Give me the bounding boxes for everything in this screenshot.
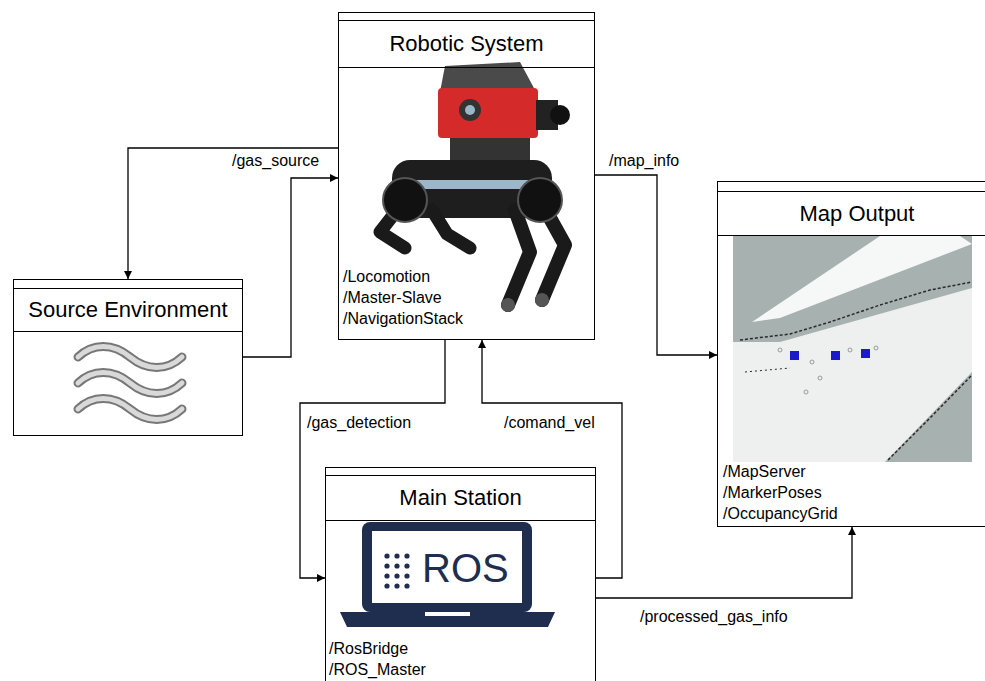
illustration-part xyxy=(78,347,182,368)
illustration-part xyxy=(78,373,182,394)
illustration-part xyxy=(804,390,808,394)
illustration-part xyxy=(440,62,535,92)
system-box: Source Environment xyxy=(13,279,243,436)
header-band xyxy=(339,13,594,21)
box-header: Main Station xyxy=(326,476,595,521)
laptop-icon xyxy=(340,522,555,627)
illustration-part xyxy=(733,236,972,462)
illustration-part xyxy=(778,348,782,352)
illustration-part xyxy=(465,105,475,115)
illustration-part xyxy=(501,298,515,312)
illustration-part xyxy=(888,375,972,460)
illustration-part xyxy=(384,553,409,588)
illustration-part xyxy=(535,293,549,307)
illustration-part xyxy=(384,583,389,588)
illustration-part xyxy=(518,178,562,222)
illustration-part xyxy=(745,368,790,372)
data-flow-arrow xyxy=(596,527,852,598)
topic-list: /RosBridge/ROS_Master xyxy=(329,638,426,680)
illustration-part xyxy=(384,553,389,558)
topic-name: /NavigationStack xyxy=(343,308,463,329)
illustration-part xyxy=(340,612,555,627)
topic-name: /ROS_Master xyxy=(329,659,426,680)
illustration-part xyxy=(818,376,822,380)
illustration-part xyxy=(404,583,409,588)
topic-label: /map_info xyxy=(607,151,681,170)
data-flow-arrow xyxy=(595,175,717,355)
box-header: Map Output xyxy=(718,192,985,236)
header-band xyxy=(718,182,985,192)
topic-label: /gas_detection xyxy=(305,413,413,432)
illustration-part xyxy=(78,347,182,368)
illustration-part xyxy=(384,573,389,578)
illustration-part xyxy=(810,360,814,364)
illustration-part xyxy=(450,138,530,163)
illustration-part xyxy=(848,348,852,352)
illustration-part xyxy=(404,573,409,578)
illustration-part xyxy=(425,612,470,616)
topic-name: /MarkerPoses xyxy=(723,482,838,503)
illustration-part xyxy=(752,236,972,322)
illustration-part xyxy=(362,522,532,612)
illustration-part xyxy=(790,349,870,360)
illustration-part xyxy=(432,210,470,248)
system-box: Robotic System/Locomotion/Master-Slave/N… xyxy=(338,12,595,340)
illustration-part xyxy=(550,105,570,125)
illustration-part xyxy=(831,351,840,360)
illustration-part xyxy=(78,399,182,420)
data-flow-arrow xyxy=(300,340,445,578)
illustration-part xyxy=(394,563,399,568)
data-flow-arrow xyxy=(482,340,622,578)
topic-name: /Master-Slave xyxy=(343,287,463,308)
illustration-part xyxy=(78,373,182,394)
topic-label: /comand_vel xyxy=(502,413,597,432)
illustration-part xyxy=(78,399,182,420)
topic-name: /OccupancyGrid xyxy=(723,503,838,524)
illustration-part xyxy=(383,178,427,222)
illustration-part xyxy=(404,553,409,558)
data-flow-arrow xyxy=(128,148,338,279)
gas-wave-icon xyxy=(78,347,182,420)
map-image xyxy=(733,236,972,462)
topic-label: /processed_gas_info xyxy=(638,607,790,626)
box-header: Robotic System xyxy=(339,21,594,68)
illustration-part xyxy=(404,563,409,568)
topic-list: /Locomotion/Master-Slave/NavigationStack xyxy=(343,266,463,329)
box-title: Robotic System xyxy=(389,31,543,57)
illustration-part xyxy=(733,236,972,342)
illustration-part xyxy=(874,346,878,350)
header-band xyxy=(14,280,242,289)
topic-name: /Locomotion xyxy=(343,266,463,287)
data-flow-arrow xyxy=(243,178,338,357)
box-title: Source Environment xyxy=(28,297,227,323)
illustration-part xyxy=(372,531,522,603)
illustration-part xyxy=(740,282,972,340)
illustration-part xyxy=(885,372,972,462)
illustration-part xyxy=(394,553,399,558)
header-band xyxy=(326,468,595,476)
box-title: Map Output xyxy=(800,201,915,227)
illustration-part xyxy=(394,573,399,578)
illustration-part xyxy=(459,99,481,121)
logo-text: ROS xyxy=(422,546,509,590)
illustration-part xyxy=(438,88,538,138)
box-header: Source Environment xyxy=(14,289,242,332)
illustration-part xyxy=(778,346,878,394)
illustration-part xyxy=(384,563,389,568)
illustration-part xyxy=(790,351,799,360)
topic-label: /gas_source xyxy=(230,151,321,170)
illustration-part xyxy=(861,349,870,358)
topic-name: /RosBridge xyxy=(329,638,426,659)
system-box: Map Output/MapServer/MarkerPoses/Occupan… xyxy=(717,181,985,527)
topic-list: /MapServer/MarkerPoses/OccupancyGrid xyxy=(723,461,838,524)
illustration-part xyxy=(508,210,530,305)
illustration-part xyxy=(394,583,399,588)
box-title: Main Station xyxy=(399,485,521,511)
topic-name: /MapServer xyxy=(723,461,838,482)
